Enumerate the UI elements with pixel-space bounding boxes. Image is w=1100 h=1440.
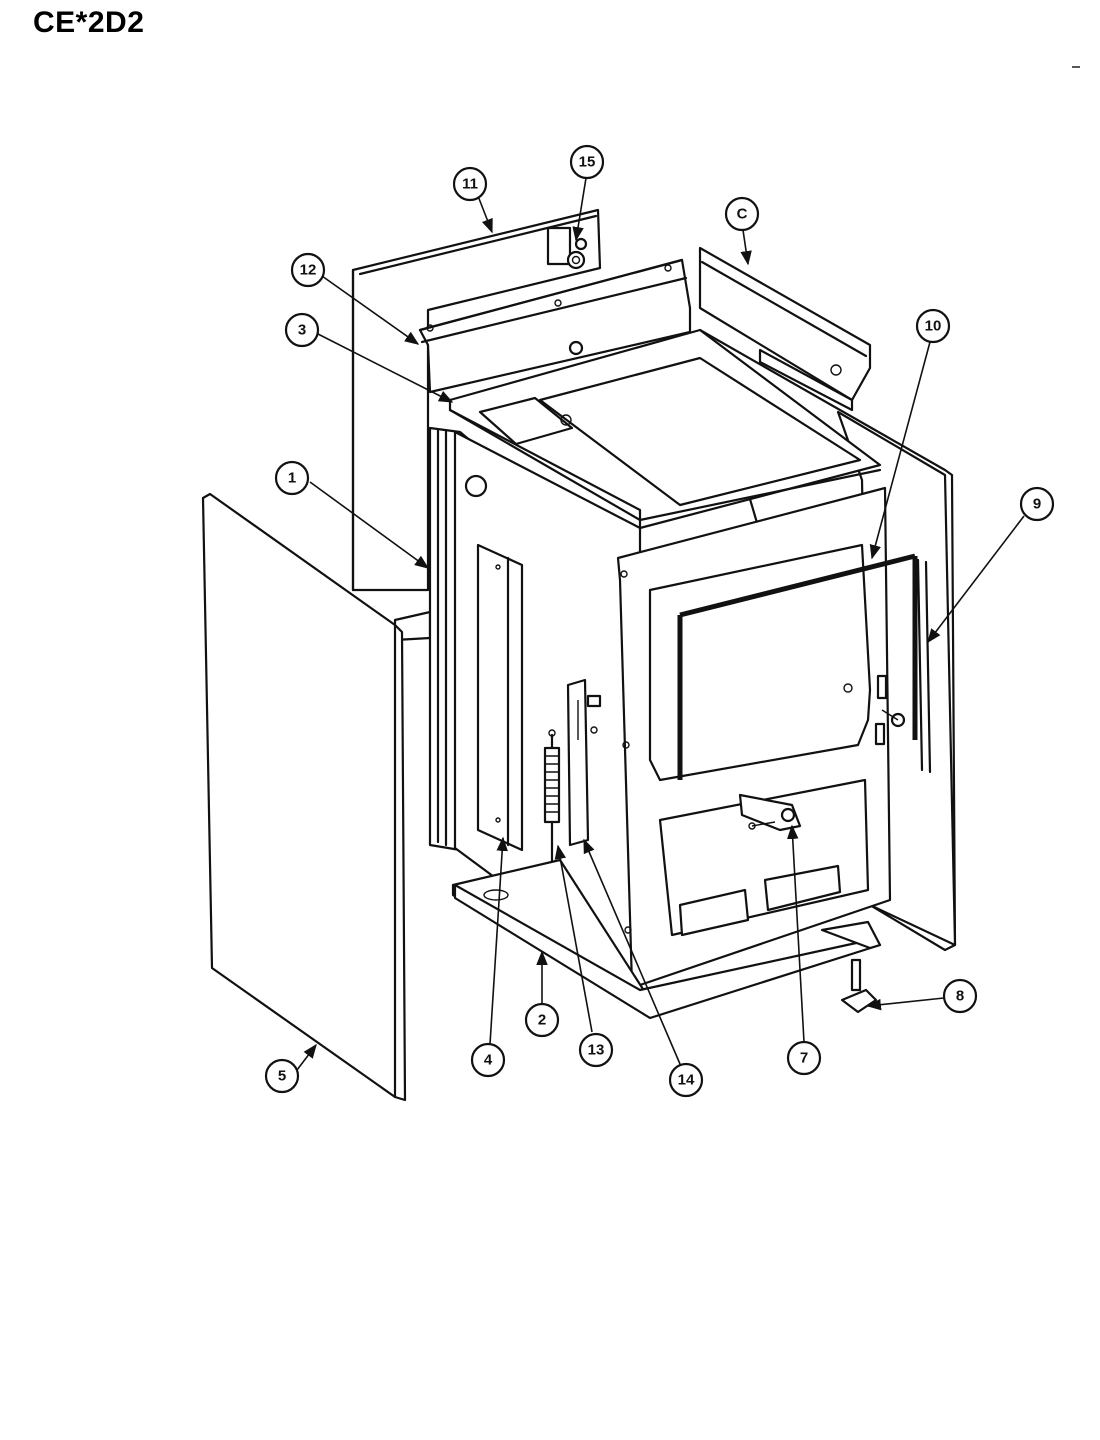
svg-text:5: 5 (278, 1068, 286, 1085)
leveling-leg-part (840, 958, 878, 1014)
svg-text:3: 3 (298, 322, 306, 339)
svg-text:11: 11 (462, 176, 478, 193)
callout-c: C (724, 196, 760, 266)
svg-text:10: 10 (925, 318, 942, 335)
top-cover-part (448, 328, 882, 530)
svg-text:C: C (737, 206, 748, 223)
rail-part (738, 793, 802, 832)
callout-12: 12 (290, 252, 420, 345)
callout-4: 4 (470, 836, 508, 1078)
callout-2: 2 (524, 950, 560, 1038)
callout-9: 9 (927, 486, 1055, 644)
rear-panel-part (351, 208, 602, 642)
callout-11: 11 (452, 166, 493, 234)
svg-text:1: 1 (288, 470, 296, 487)
front-frame-part (616, 486, 918, 987)
callout-7: 7 (786, 824, 822, 1076)
callout-8: 8 (866, 978, 978, 1014)
callout-5: 5 (264, 1043, 317, 1094)
side-cover-panel-part (201, 492, 407, 1102)
svg-text:4: 4 (484, 1052, 493, 1069)
diagram-title: CE*2D2 (33, 6, 145, 39)
svg-text:12: 12 (300, 262, 317, 279)
callout-13: 13 (554, 844, 614, 1068)
svg-text:13: 13 (588, 1042, 605, 1059)
trim-part-c (698, 246, 872, 412)
terminal-block-part (546, 226, 588, 270)
svg-text:7: 7 (800, 1050, 808, 1067)
door-spring-part (543, 729, 561, 877)
callout-10: 10 (869, 308, 951, 560)
callout-15: 15 (569, 144, 605, 242)
callout-1: 1 (274, 460, 430, 569)
vertical-bracket-part (476, 543, 524, 852)
svg-text:14: 14 (678, 1072, 695, 1089)
svg-text:2: 2 (538, 1012, 546, 1029)
svg-text:9: 9 (1033, 496, 1041, 513)
callout-3: 3 (284, 312, 454, 403)
svg-text:15: 15 (579, 154, 596, 171)
callout-14: 14 (583, 838, 704, 1098)
bottom-pan-part (451, 858, 882, 1020)
svg-text:8: 8 (956, 988, 964, 1005)
